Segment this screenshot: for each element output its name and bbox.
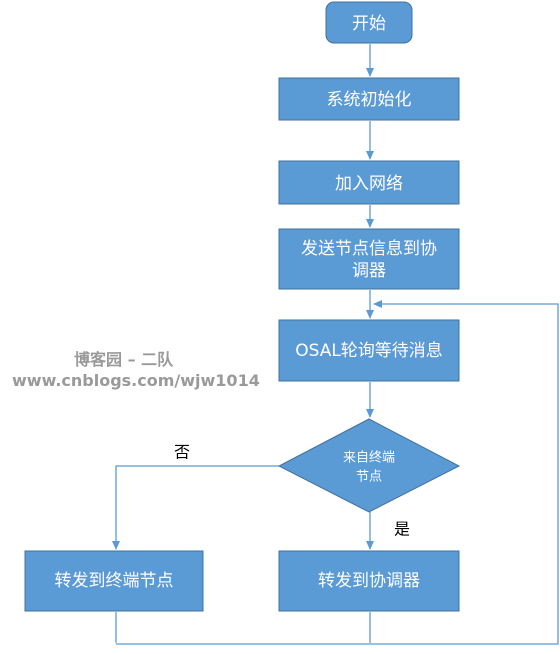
init-label: 系统初始化 bbox=[327, 90, 412, 110]
start-label: 开始 bbox=[352, 14, 386, 34]
init-node bbox=[278, 77, 460, 121]
forward-coordinator-node bbox=[278, 550, 460, 612]
send-info-node bbox=[278, 228, 460, 290]
edge-label-yes: 是 bbox=[394, 520, 410, 539]
poll-label: OSAL轮询等待消息 bbox=[295, 341, 443, 361]
join-network-node bbox=[278, 160, 460, 205]
decision-label-line1: 来自终端 bbox=[343, 450, 395, 466]
forward-terminal-label: 转发到终端节点 bbox=[55, 571, 174, 591]
poll-node bbox=[278, 319, 460, 382]
edge-decision-terminal bbox=[112, 465, 279, 550]
forward-coordinator-label: 转发到协调器 bbox=[318, 571, 420, 591]
connectors bbox=[112, 44, 559, 645]
start-node bbox=[325, 1, 413, 44]
watermark-url: www.cnblogs.com/wjw1014 bbox=[12, 371, 260, 390]
decision-node bbox=[277, 418, 461, 513]
edge-label-no: 否 bbox=[174, 443, 190, 462]
send-info-label-line1: 发送节点信息到协 bbox=[301, 239, 437, 259]
edge-loop-back bbox=[116, 300, 559, 645]
forward-terminal-node bbox=[24, 550, 204, 612]
watermark-title: 博客园 – 二队 bbox=[74, 350, 174, 369]
send-info-label-line2: 调器 bbox=[352, 261, 386, 281]
join-network-label: 加入网络 bbox=[335, 174, 403, 194]
decision-label-line2: 节点 bbox=[356, 470, 382, 485]
